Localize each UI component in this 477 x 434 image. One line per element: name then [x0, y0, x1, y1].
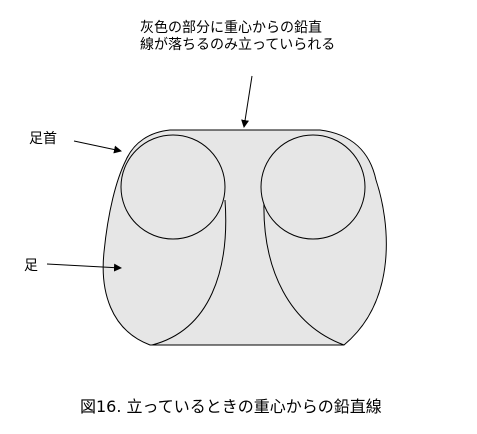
note-line-2: 線が落ちるのみ立っていられる	[140, 37, 336, 53]
ankle-label: 足首	[29, 131, 57, 147]
figure-caption: 図16. 立っているときの重心からの鉛直線	[80, 397, 382, 416]
note-text: 灰色の部分に重心からの鉛直 線が落ちるのみ立っていられる	[140, 20, 335, 54]
right-ankle-circle	[260, 134, 366, 240]
right-foot-outline	[263, 199, 345, 346]
note-line-1: 灰色の部分に重心からの鉛直	[140, 20, 322, 36]
foot-label: 足	[24, 258, 38, 274]
left-foot-outline	[151, 199, 227, 346]
foot-arrow	[46, 263, 122, 272]
ankle-arrow	[73, 140, 122, 154]
note-arrow	[241, 75, 253, 128]
left-ankle-circle	[120, 134, 226, 240]
